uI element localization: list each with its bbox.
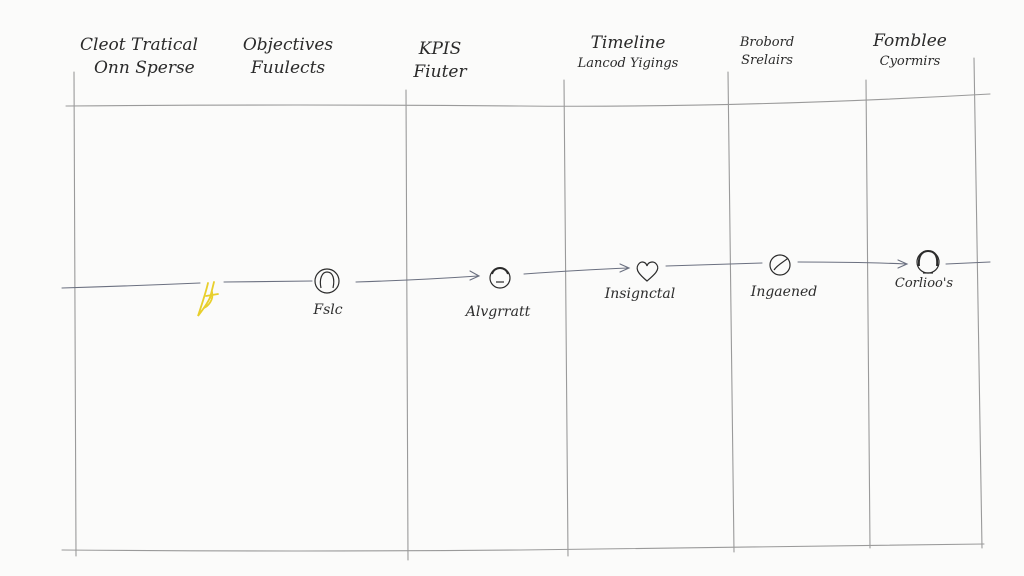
timeline-segment-7: [945, 261, 991, 265]
arrowhead-1: [469, 270, 481, 281]
column-header-5-line2: Srelairs: [741, 52, 793, 68]
column-header-2-line2: Fuulects: [250, 57, 326, 78]
column-header-4: Timeline Lancod Yigings: [570, 32, 686, 72]
column-header-4-line1: Timeline: [590, 33, 666, 53]
column-header-1-line1: Cleot Tratical: [80, 35, 198, 55]
column-header-6-line2: Cyormirs: [879, 53, 941, 69]
column-header-5: Brobord Srelairs: [732, 34, 802, 69]
timeline-segment-4: [523, 267, 629, 275]
timeline-segment-6: [797, 261, 907, 265]
column-header-5-line1: Brobord: [739, 35, 795, 50]
column-header-3: KPIS Fiuter: [408, 38, 472, 84]
person-circle-icon: [314, 268, 340, 294]
column-header-3-line1: KPIS: [418, 39, 462, 59]
timeline-segment-1: [61, 282, 201, 289]
column-line-6: [973, 57, 983, 549]
column-line-2: [405, 89, 409, 561]
column-line-3: [563, 79, 569, 557]
column-header-4-line2: Lancod Yigings: [577, 55, 679, 71]
heart-icon: [636, 261, 659, 282]
column-header-6: Fomblee Cyormirs: [864, 30, 956, 70]
node-label-2: Alvgrratt: [465, 304, 531, 320]
timeline-segment-5: [665, 262, 763, 267]
column-header-3-line2: Fiuter: [413, 61, 467, 82]
arrowhead-3: [897, 259, 909, 269]
column-header-2: Objectives Fuulects: [240, 34, 336, 80]
column-line-1: [73, 71, 77, 557]
node-label-1: Fslc: [313, 302, 343, 318]
bottom-line: [61, 543, 985, 552]
header-divider-line: [65, 93, 991, 107]
node-label-3: Insignctal: [604, 286, 676, 302]
circle-face-icon: [769, 254, 791, 276]
column-line-5: [865, 79, 871, 549]
node-label-5: Corlioo's: [894, 276, 954, 291]
timeline-segment-3: [355, 275, 479, 283]
arrowhead-2: [619, 263, 631, 273]
face-icon: [489, 267, 511, 289]
column-header-2-line1: Objectives: [242, 35, 334, 55]
column-header-6-line1: Fomblee: [873, 31, 947, 51]
avatar-face-icon: [916, 249, 940, 274]
column-header-1-line2: Onn Sperse: [94, 57, 195, 78]
column-header-1: Cleot Tratical Onn Sperse: [80, 34, 198, 80]
timeline-flow: [61, 259, 991, 289]
column-line-4: [727, 71, 735, 553]
node-label-4: Ingaened: [750, 284, 818, 300]
yellow-scribble-icon: [197, 281, 219, 317]
timeline-segment-2: [223, 280, 313, 283]
